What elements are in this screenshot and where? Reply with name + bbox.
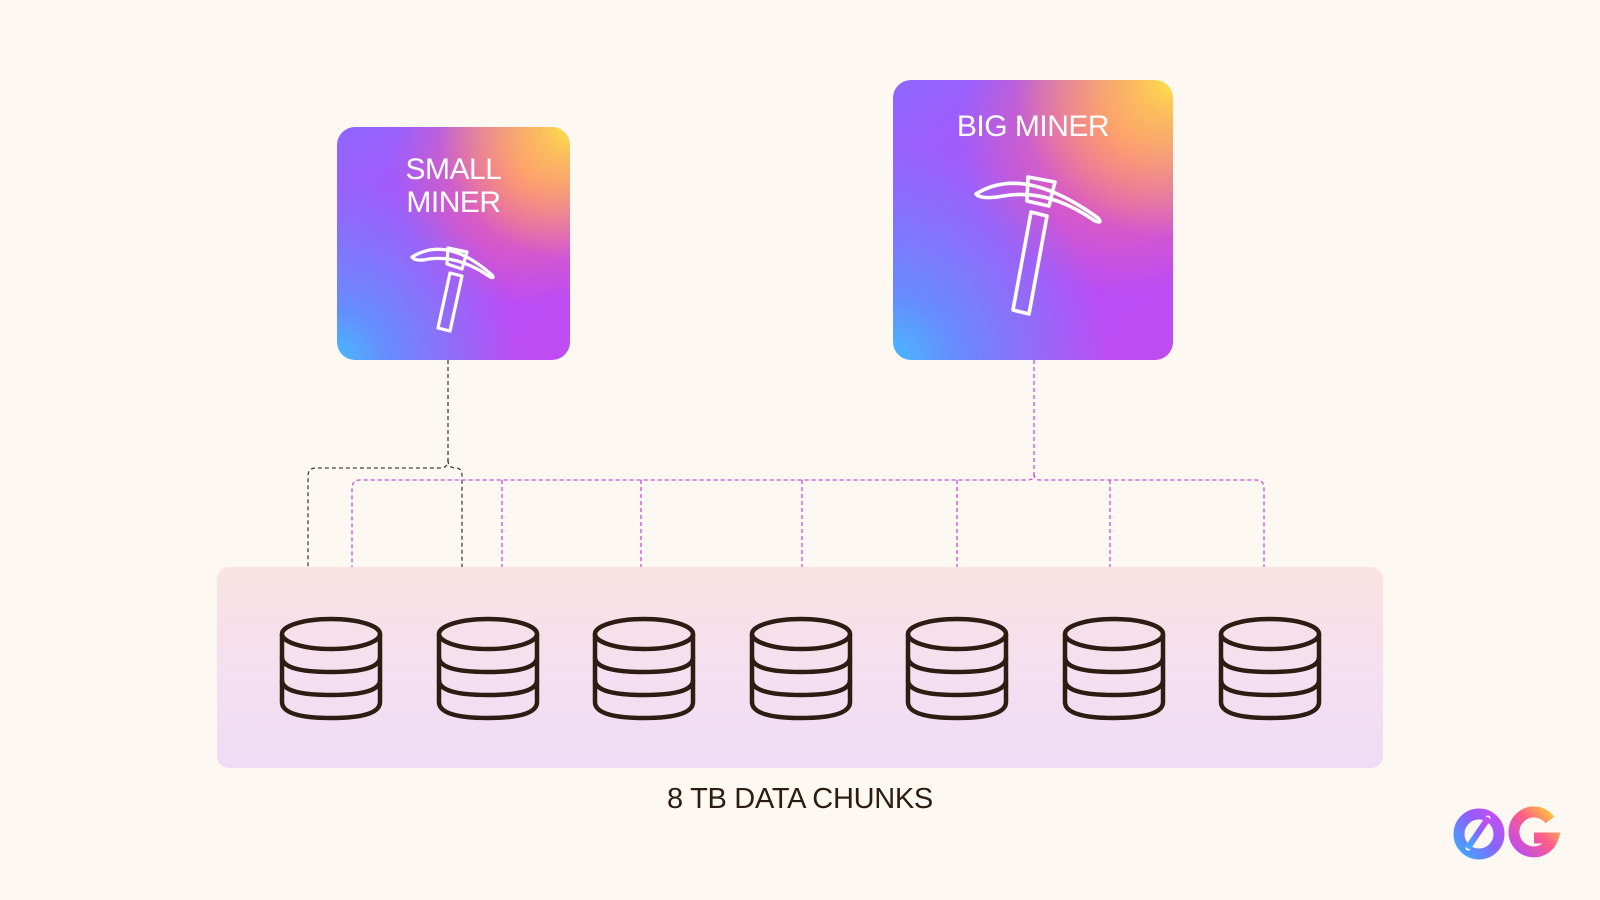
database-icon bbox=[436, 616, 540, 721]
logo-g bbox=[1508, 806, 1561, 858]
database-icon bbox=[905, 616, 1009, 721]
small-miner-card: SMALL MINER bbox=[337, 127, 570, 360]
database-icon bbox=[1218, 616, 1322, 721]
big-miner-card: BIG MINER bbox=[893, 80, 1173, 360]
0g-logo bbox=[1453, 806, 1561, 860]
big-miner-trunk bbox=[347, 360, 1035, 600]
database-icon bbox=[592, 616, 696, 721]
small-miner-title: SMALL MINER bbox=[405, 153, 502, 219]
database-icon bbox=[279, 616, 383, 721]
small-miner-links bbox=[303, 360, 467, 600]
database-icon bbox=[749, 616, 853, 721]
big-miner-right bbox=[1033, 473, 1269, 600]
logo-zero bbox=[1453, 808, 1505, 860]
data-chunks-label: 8 TB DATA CHUNKS bbox=[667, 783, 933, 815]
big-miner-links bbox=[347, 360, 1269, 600]
data-chunks-panel bbox=[217, 567, 1383, 768]
pickaxe-icon bbox=[974, 175, 1102, 316]
small-miner-branch-2 bbox=[447, 459, 467, 600]
big-miner-title: BIG MINER bbox=[956, 110, 1110, 143]
small-miner-trunk bbox=[303, 360, 449, 600]
database-icon bbox=[1062, 616, 1166, 721]
pickaxe-icon bbox=[410, 246, 495, 333]
